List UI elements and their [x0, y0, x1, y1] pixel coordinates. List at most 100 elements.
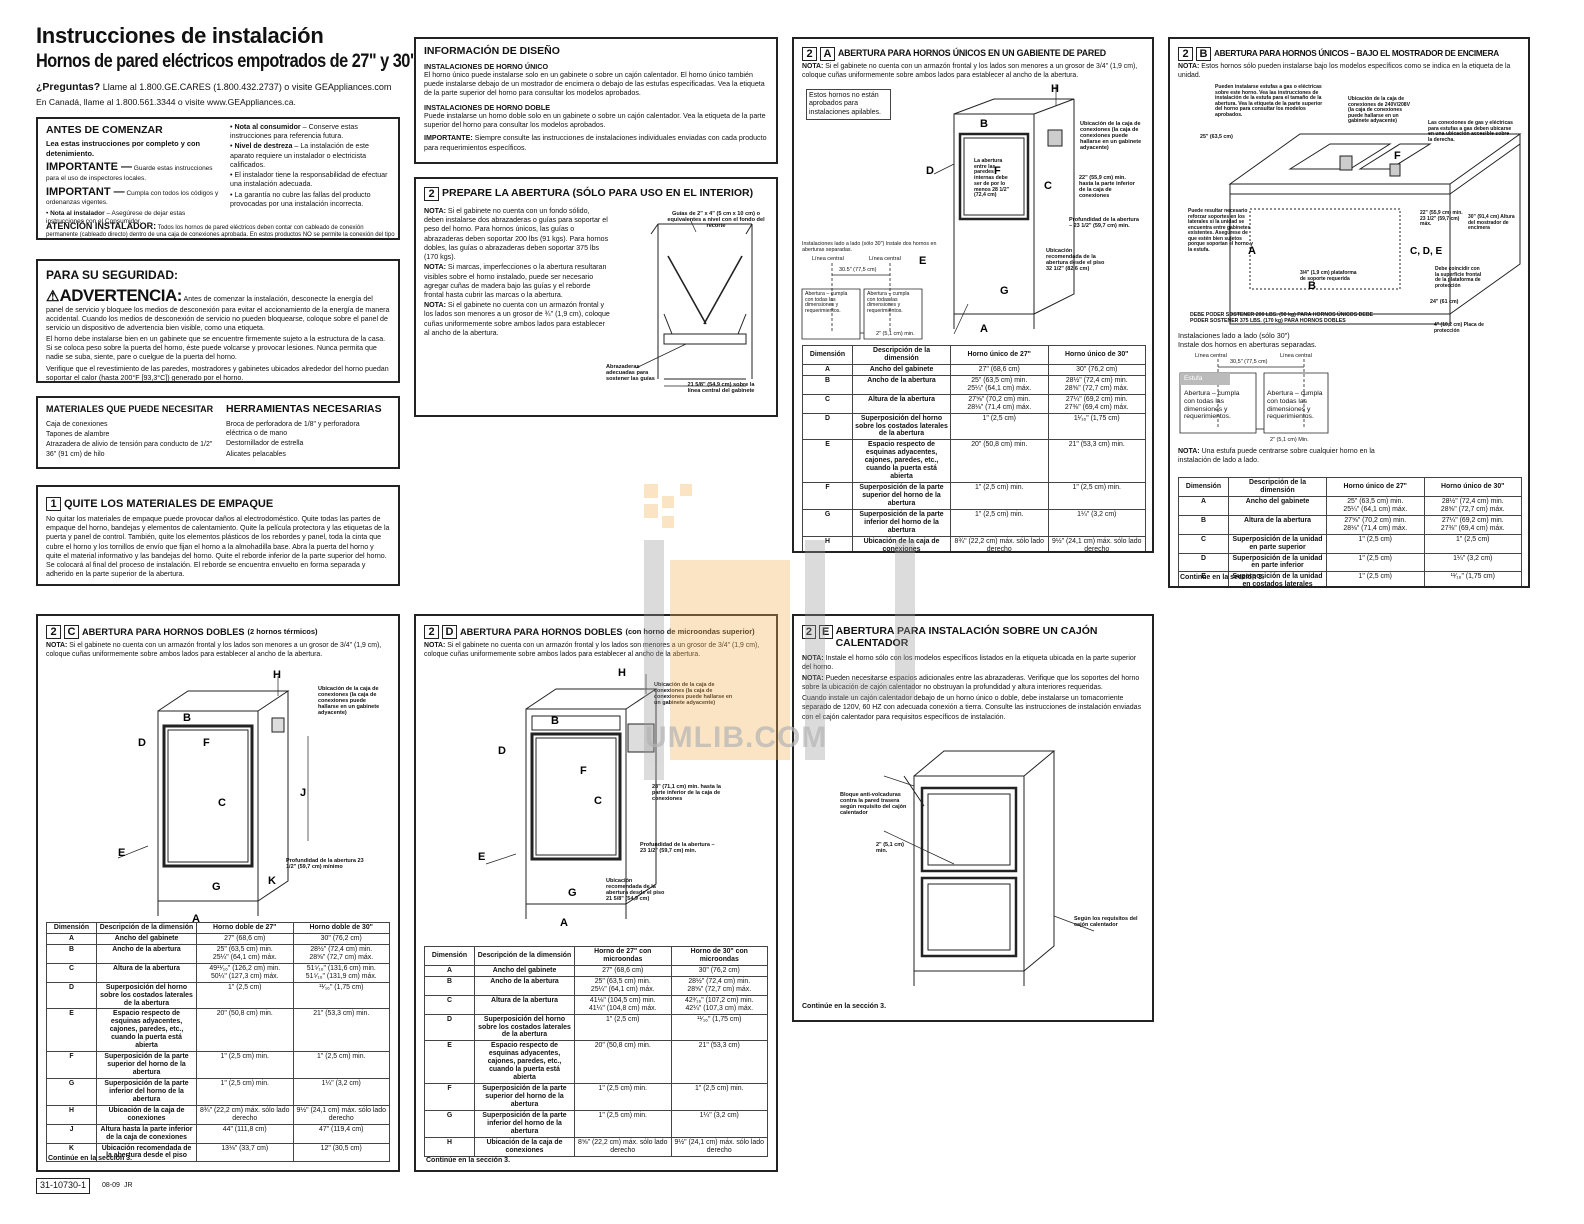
- label-caja: Ubicación de la caja de conexiones (la c…: [1080, 121, 1142, 152]
- dim-label-F: F: [203, 737, 210, 749]
- table-cell: 1¼" (3,2 cm): [1423, 552, 1522, 573]
- diseno-box: INFORMACIÓN DE DISEÑO INSTALACIONES DE H…: [414, 37, 778, 164]
- col-header: Dimensión: [802, 345, 853, 365]
- table-cell: C: [46, 962, 97, 983]
- table-cell: 20" (50,8 cm) min.: [950, 439, 1049, 484]
- dim-label-G: G: [568, 887, 577, 899]
- dim-label-E: E: [478, 851, 485, 863]
- label-22: 22" (55,9 cm) min. 23 1/2" (59,7 cm) máx…: [1420, 210, 1463, 227]
- label-encimera: Pueden instalarse estufas a gas o eléctr…: [1215, 84, 1323, 118]
- table-cell: 20" (50,8 cm) min.: [196, 1008, 294, 1053]
- dim-label-H: H: [618, 667, 626, 679]
- note-label: NOTA:: [424, 642, 446, 649]
- table-cell: 30" (76,2 cm): [670, 964, 768, 977]
- section2b-title: ABERTURA PARA HORNOS ÚNICOS – BAJO EL MO…: [1214, 49, 1499, 59]
- col-header: Horno único de 27": [950, 345, 1049, 365]
- warning-icon: ⚠: [46, 287, 60, 305]
- label-2min: 2" (5,1 cm) min.: [876, 331, 915, 337]
- col-header: Horno único de 30": [1423, 477, 1522, 497]
- section2e-p3: Cuando instale un cajón calentador debaj…: [802, 695, 1142, 721]
- dim-label-A: A: [1248, 245, 1256, 257]
- table-cell: 30" (76,2 cm): [292, 932, 390, 945]
- dim-label-C: C: [594, 795, 602, 807]
- dim-label-B: B: [980, 118, 988, 130]
- table-cell: 1" (2,5 cm) min.: [292, 1051, 390, 1079]
- table-cell: Espacio respecto de esquinas adyacentes,…: [852, 439, 951, 484]
- col-header: Descripción de la dimensión: [852, 345, 951, 365]
- table-cell: Ancho del gabinete: [852, 363, 951, 376]
- continue-text: Continúe en la sección 3.: [1180, 574, 1265, 581]
- table-cell: 1¹⁄₁₆" (1,75 cm): [1047, 412, 1146, 441]
- important1-label: IMPORTANTE —: [46, 161, 132, 174]
- col-header: Horno único de 30": [1047, 345, 1146, 365]
- table-cell: E: [802, 439, 853, 484]
- materiales-title: MATERIALES QUE PUEDE NECESITAR: [46, 404, 214, 414]
- table-cell: B: [424, 975, 475, 996]
- label-interior: La abertura entre las paredes internas d…: [974, 158, 1010, 199]
- table-cell: 27⅝" (70,2 cm) min. 28⅛" (71,4 cm) máx.: [950, 393, 1049, 414]
- table-cell: B: [1178, 514, 1229, 535]
- section2e-note1: Instale el horno sólo con los modelos es…: [802, 655, 1137, 672]
- table-cell: E: [424, 1040, 475, 1085]
- table-cell: 44" (111,8 cm): [196, 1123, 294, 1144]
- advertencia-label: ADVERTENCIA:: [59, 285, 182, 305]
- diseno-t2: Puede instalarse un horno doble solo en …: [424, 112, 766, 130]
- label-prof: Profundidad de la abertura 23 1/2" (59,7…: [286, 858, 364, 871]
- advertencia-text: Antes de comenzar la instalación, descon…: [46, 294, 390, 333]
- table-cell: 27" (68,6 cm): [950, 363, 1049, 376]
- table-cell: ¹¹⁄₁₆" (1,75 cm): [1423, 571, 1522, 586]
- tool-item: Alicates pelacables: [226, 451, 286, 459]
- continue-text: Continúe en la sección 3.: [426, 1157, 511, 1164]
- diseno-imp-text: Siempre consulte las instrucciones de in…: [424, 134, 767, 152]
- table-cell: 27¼" (69,2 cm) min. 27⅜" (69,4 cm) máx.: [1047, 393, 1146, 414]
- table-cell: Altura de la abertura: [474, 994, 575, 1015]
- antes-box: ANTES DE COMENZAR Lea estas instruccione…: [36, 117, 400, 240]
- dim-label-K: K: [268, 875, 276, 887]
- col-header: Horno doble de 27": [196, 922, 294, 934]
- seguridad-p3: Verifique que el revestimiento de las pa…: [46, 364, 389, 382]
- table-cell: 27" (68,6 cm): [574, 964, 672, 977]
- table-cell: Superposición de la parte inferior del h…: [96, 1077, 197, 1106]
- materiales-box: MATERIALES QUE PUEDE NECESITAR Caja de c…: [36, 396, 400, 469]
- dim-label-G: G: [1000, 285, 1009, 297]
- table-cell: 1" (2,5 cm): [574, 1013, 672, 1042]
- note-label: NOTA:: [424, 301, 446, 310]
- table-cell: Espacio respecto de esquinas adyacentes,…: [96, 1008, 197, 1053]
- note-label: NOTA:: [424, 207, 446, 215]
- table-cell: Superposición de la unidad en parte infe…: [1228, 552, 1327, 573]
- section-number: 2: [424, 187, 439, 201]
- material-item: Tapones de alambre: [46, 431, 110, 439]
- table-cell: C: [802, 393, 853, 414]
- dimension-table-2c: Dimensión Descripción de la dimensión Ho…: [46, 922, 390, 1163]
- questions-label: ¿Preguntas?: [36, 81, 101, 93]
- label-caja: Ubicación de la caja de conexiones (la c…: [654, 682, 733, 707]
- canada-line: En Canadá, llame al 1.800.561.3344 o vis…: [36, 97, 296, 107]
- dim-label-F: F: [994, 165, 1001, 177]
- table-cell: B: [46, 943, 97, 964]
- label-prof: Profundidad de la abertura – 23 1/2" (59…: [640, 842, 715, 855]
- table-cell: 51⁵⁄₁₆" (131,6 cm) min. 51⁵⁄₁₆" (131,9 c…: [292, 962, 390, 983]
- material-item: 36" (91 cm) de hilo: [46, 451, 105, 459]
- tool-item: Destornillador de estrella: [226, 440, 304, 448]
- table-cell: 41⅛" (104,5 cm) min. 41¼" (104,8 cm) máx…: [574, 994, 672, 1015]
- dim-label-B: B: [1308, 280, 1316, 292]
- installer-note-text: – Asegúrese de dejar estas instrucciones…: [46, 209, 186, 226]
- section-letter: C: [64, 625, 79, 639]
- double-oven-diagram: B A C D E F G H J K: [117, 669, 309, 925]
- note-label: NOTA:: [802, 63, 824, 70]
- section2-title: PREPARE LA ABERTURA (SÓLO PARA USO EN EL…: [442, 187, 754, 200]
- table-cell: G: [46, 1077, 97, 1106]
- table-cell: 8¾" (22,2 cm) máx. sólo lado derecho: [950, 535, 1049, 551]
- dim-label-F: F: [580, 765, 587, 777]
- table-cell: 28½" (72,4 cm) min. 28⅝" (72,7 cm) máx.: [670, 975, 768, 996]
- label-prof: Profundidad de la abertura – 23 1/2" (59…: [1069, 217, 1139, 230]
